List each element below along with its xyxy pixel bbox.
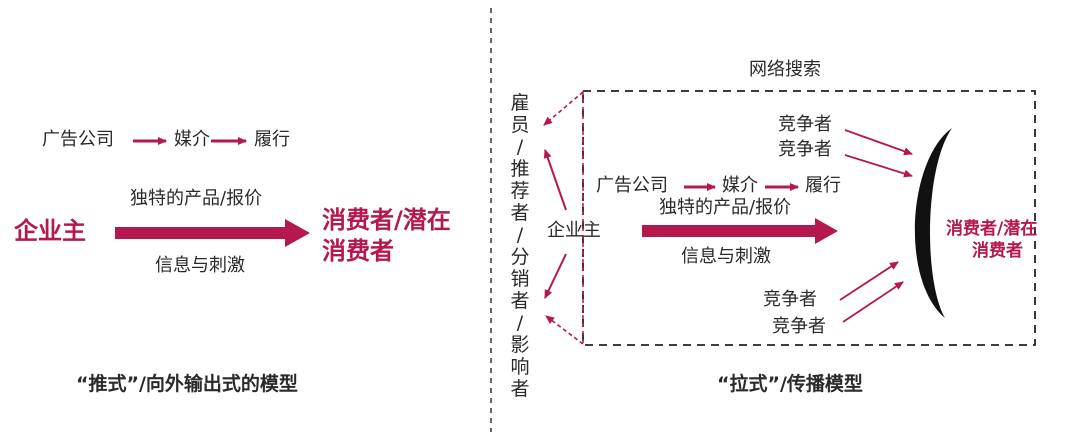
push-chain-item-media: 媒介 [174,129,210,150]
competitor-label-2: 竞争者 [778,139,832,160]
push-caption: “推式”/向外输出式的模型 [76,373,298,395]
stakeholder-char: / [516,136,524,158]
pull-product-label: 独特的产品/报价 [659,197,792,218]
competitor-arrow-3 [839,261,899,301]
push-chain-item-ad-agency: 广告公司 [42,129,114,150]
stakeholder-char: 者 [510,290,530,312]
network-search-label: 网络搜索 [749,59,821,80]
stakeholder-char: 荐 [510,180,530,202]
stakeholder-char: 员 [510,114,530,136]
competitor-arrow-4 [842,281,904,323]
competitor-arrow-1 [844,129,913,156]
pull-receiver-line1: 消费者/潜在 [946,219,1038,239]
stakeholder-char: 销 [510,268,530,290]
pull-chain-item-media: 媒介 [722,175,758,196]
pull-main-arrow [642,218,838,244]
stakeholder-char: 影 [510,334,530,356]
sender-to-stakeholder-down [544,253,567,299]
competitor-arrow-2 [844,154,913,178]
push-receiver-line2: 消费者 [322,237,394,265]
stakeholder-char: 响 [510,356,530,378]
stakeholder-char: 推 [510,158,530,180]
dashed-arrow-bottom [545,315,584,345]
stakeholder-char: 者 [510,378,530,400]
stakeholder-char: / [516,224,524,246]
push-sender-label: 企业主 [14,217,86,245]
competitor-label-3: 竞争者 [763,289,817,310]
dashed-arrow-top [543,91,584,126]
pull-chain-item-ad-agency: 广告公司 [596,175,668,196]
push-product-label: 独特的产品/报价 [130,188,263,209]
stakeholder-char: 分 [510,246,530,268]
push-chain-item-fulfillment: 履行 [254,129,290,150]
push-receiver-line1: 消费者/潜在 [322,206,451,234]
push-info-label: 信息与刺激 [155,255,245,276]
competitor-label-4: 竞争者 [772,316,826,337]
pull-chain-item-fulfillment: 履行 [805,175,841,196]
stakeholder-char: / [516,312,524,334]
push-main-arrow [115,219,310,247]
network-dashed-box [582,90,1036,346]
pull-sender-label: 企业主 [547,220,601,241]
stakeholder-char: 者 [510,202,530,224]
pull-receiver-line2: 消费者 [972,241,1023,261]
pull-info-label: 信息与刺激 [681,246,771,267]
sender-to-stakeholder-up [543,149,567,211]
stakeholders-vertical-label: 雇员/推荐者/分销者/影响者 [505,92,535,400]
pull-caption: “拉式”/传播模型 [717,373,863,395]
consumer-crescent [914,128,952,318]
competitor-label-1: 竞争者 [778,114,832,135]
stakeholder-char: 雇 [510,92,530,114]
